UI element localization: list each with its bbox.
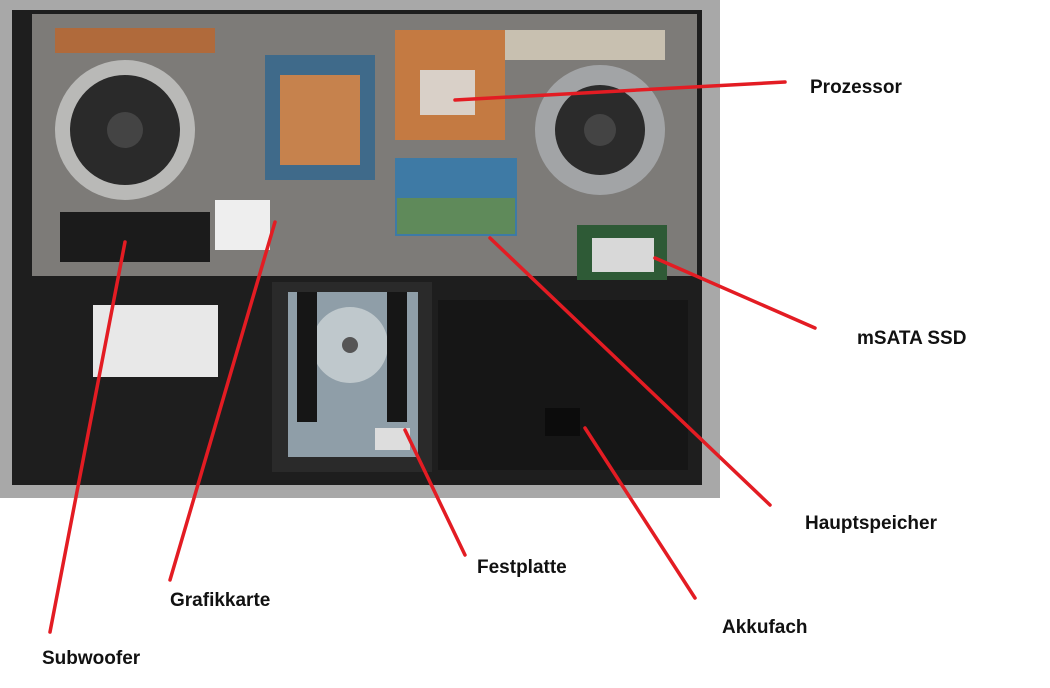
label-hauptspeicher: Hauptspeicher [805,513,937,534]
laptop-underside-photo [0,0,720,498]
label-festplatte: Festplatte [477,557,567,578]
battery-bay [438,300,688,470]
label-akkufach: Akkufach [722,617,808,638]
label-prozessor: Prozessor [810,77,902,98]
subwoofer-box [60,212,210,262]
model-sticker [93,305,218,377]
label-msata-ssd: mSATA SSD [857,328,967,349]
heatpipes [55,28,215,53]
label-subwoofer: Subwoofer [42,648,141,669]
label-grafikkarte: Grafikkarte [170,590,271,611]
